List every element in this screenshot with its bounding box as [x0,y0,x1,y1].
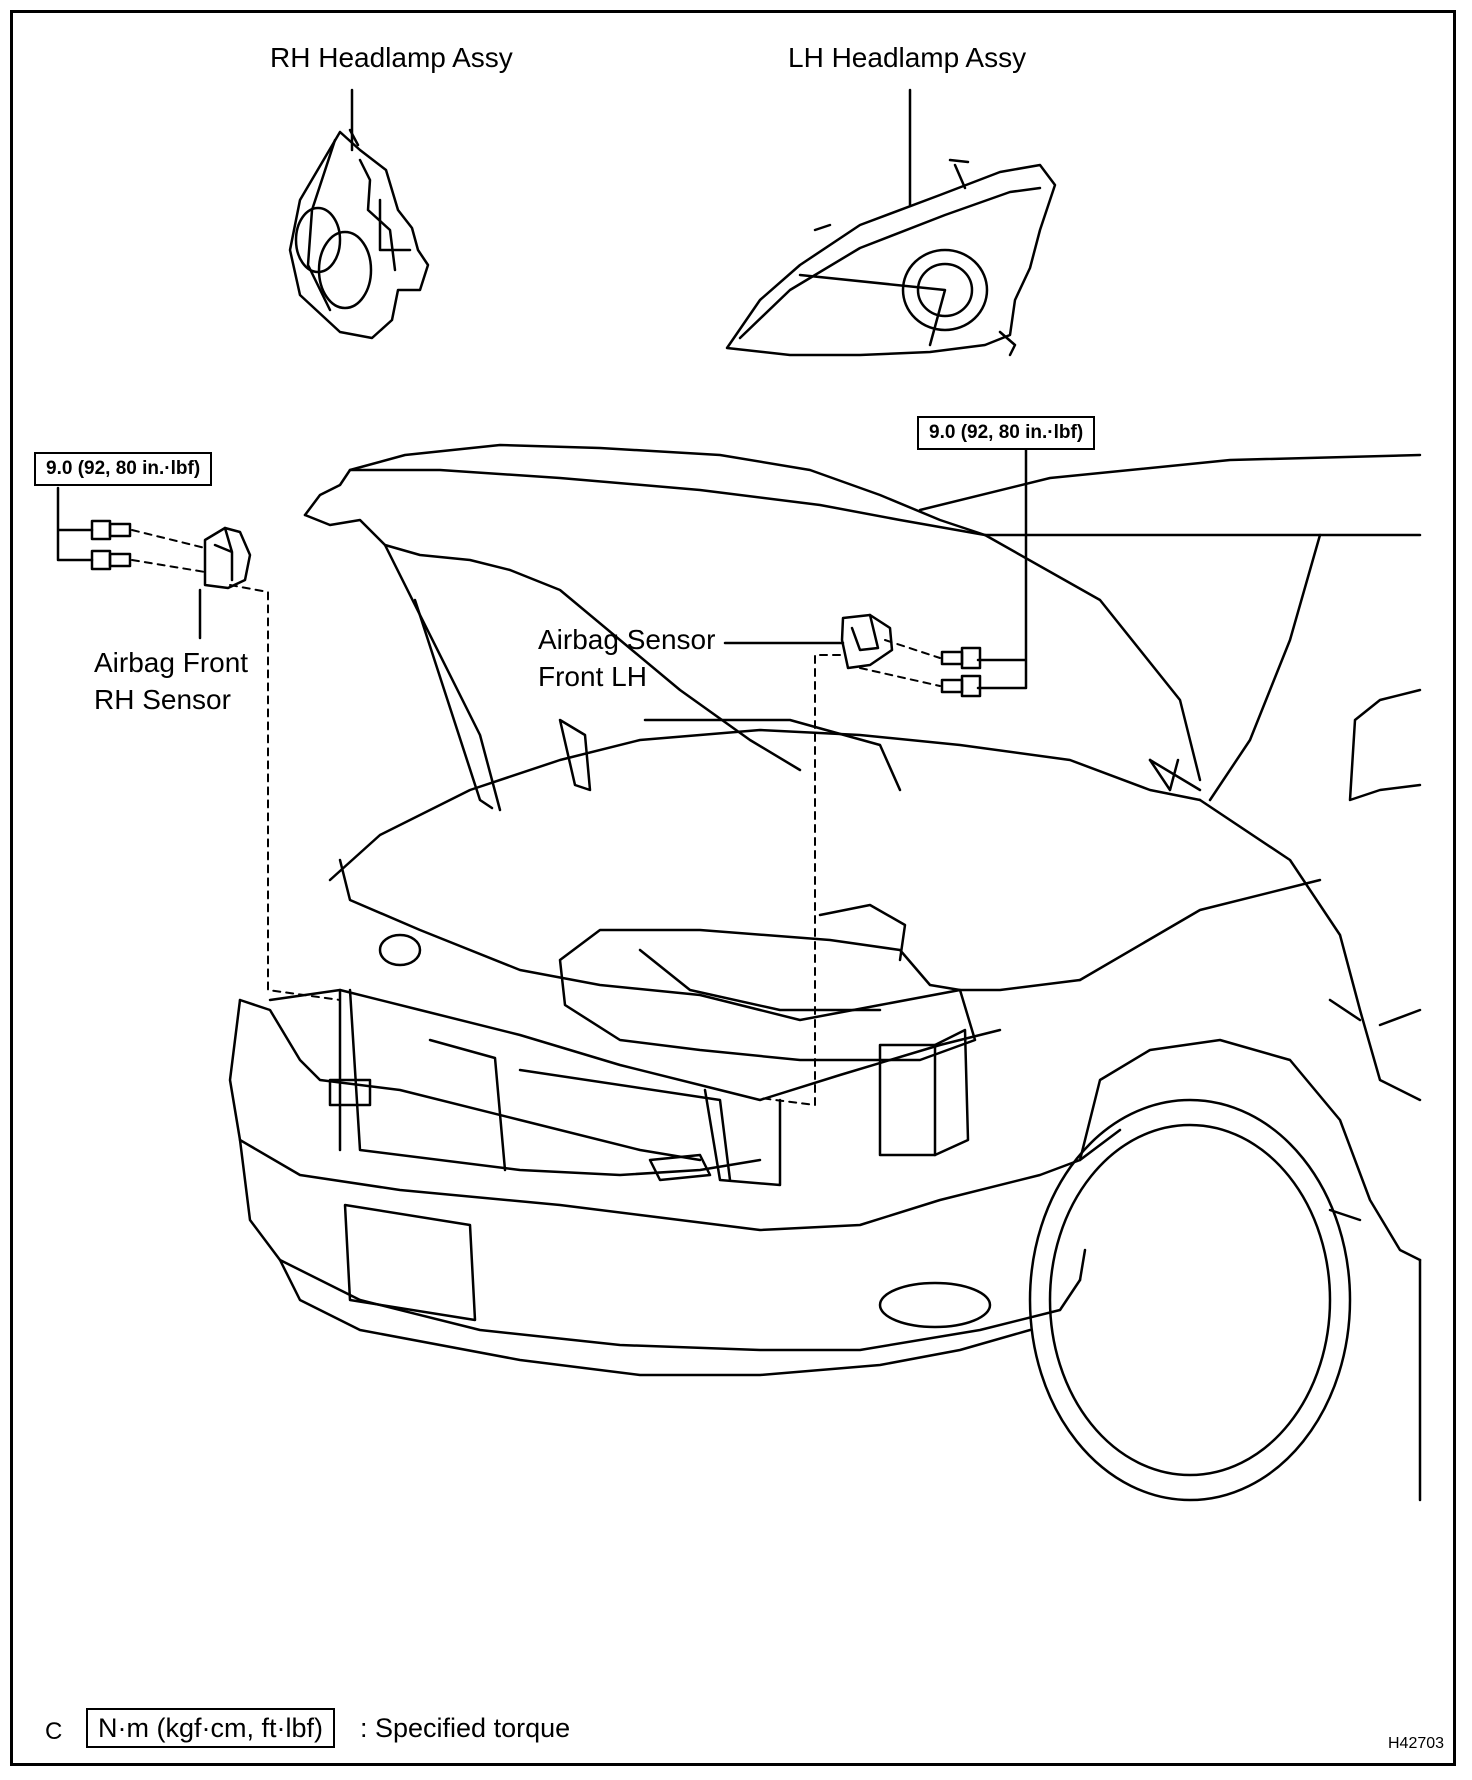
rh-sensor-dashed-guides [131,529,341,1001]
lh-headlamp-label: LH Headlamp Assy [788,42,1027,73]
diagram-frame [10,10,1456,1766]
airbag-front-rh-sensor-label-line1: Airbag Front [94,647,249,678]
right-torque-leader [976,446,1028,690]
rh-headlamp-drawing [288,128,430,340]
torque-spec-left: 9.0 (92, 80 in.·lbf) [34,452,213,486]
rh-sensor-bolts [90,519,132,571]
lh-sensor-dashed-guides [759,639,941,1106]
airbag-sensor-front-lh-drawing [840,613,894,670]
torque-spec-right: 9.0 (92, 80 in.·lbf) [917,416,1096,450]
vehicle-body-drawing [228,443,1422,1502]
torque-legend-text: : Specified torque [360,1713,571,1743]
lh-sensor-bolts [940,646,982,698]
rh-headlamp-label: RH Headlamp Assy [270,42,513,73]
torque-legend-box: N·m (kgf·cm, ft·lbf) [86,1708,335,1748]
figure-code: H42703 [1388,1735,1445,1752]
left-torque-leader [56,486,94,562]
airbag-front-rh-sensor-drawing [203,526,252,590]
airbag-sensor-front-lh-label-line2: Front LH [538,661,647,692]
airbag-sensor-front-lh-label-line1: Airbag Sensor [538,624,716,655]
airbag-front-rh-sensor-label-line2: RH Sensor [94,684,231,715]
corner-letter: C [45,1718,63,1745]
lh-headlamp-drawing [725,158,1057,357]
